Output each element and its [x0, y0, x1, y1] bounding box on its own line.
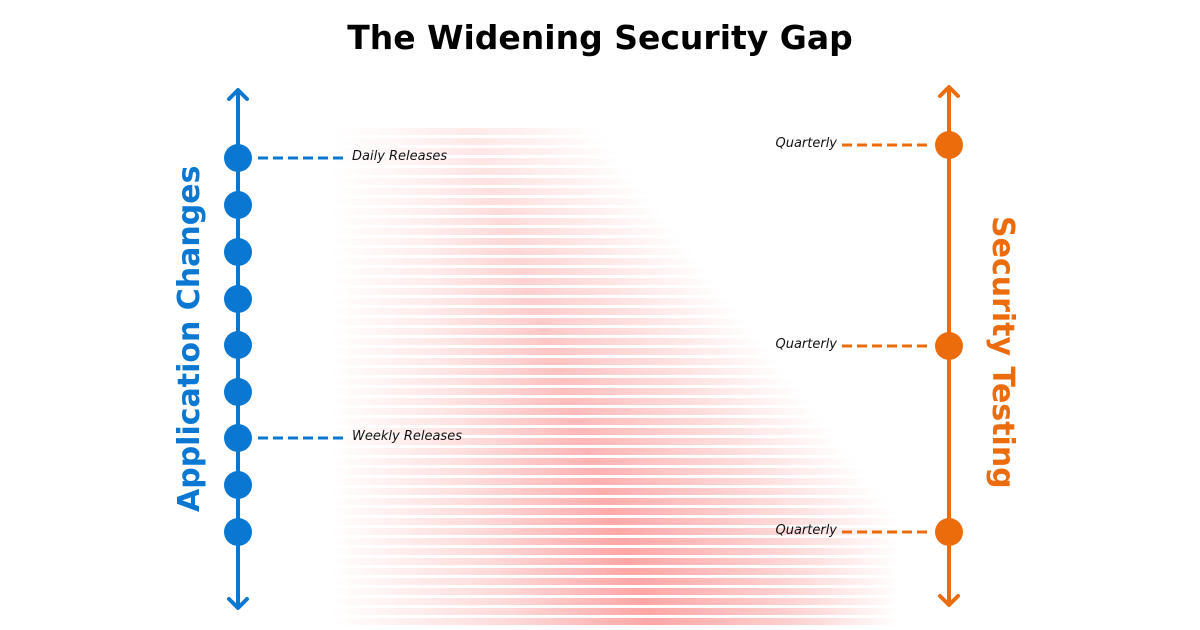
timeline-dot [935, 518, 963, 546]
gap-stripe [330, 398, 810, 405]
gap-stripe [330, 288, 725, 295]
gap-stripe [330, 598, 900, 605]
gap-stripe [330, 138, 608, 145]
timeline-dot [224, 471, 252, 499]
security-testing-axis-title: Security Testing [985, 216, 1020, 489]
gap-stripe [330, 468, 864, 475]
gap-stripe [330, 508, 895, 515]
timeline-dot [224, 518, 252, 546]
gap-stripe [330, 408, 818, 415]
timeline-dot [224, 378, 252, 406]
gap-stripe [330, 618, 900, 625]
gap-stripe [330, 168, 632, 175]
arrow-down-icon [938, 594, 960, 607]
gap-stripe [330, 338, 763, 345]
gap-stripe [330, 538, 900, 545]
gap-stripe [330, 358, 779, 365]
gap-stripe [330, 448, 849, 455]
gap-stripe [330, 608, 900, 615]
application-changes-axis-title: Application Changes [172, 165, 207, 512]
gap-stripe [330, 438, 841, 445]
timeline-dot [224, 144, 252, 172]
testing-cadence-label: Quarterly [775, 523, 837, 538]
gap-stripe [330, 518, 900, 525]
timeline-dot [935, 332, 963, 360]
gap-stripe [330, 478, 872, 485]
gap-stripe [330, 578, 900, 585]
timeline-dot [224, 238, 252, 266]
gap-stripe [330, 298, 732, 305]
timeline-dot [224, 285, 252, 313]
arrow-up-icon [938, 85, 960, 98]
timeline-dot [224, 424, 252, 452]
gap-stripe [330, 488, 880, 495]
gap-stripe [330, 548, 900, 555]
gap-stripe [330, 308, 740, 315]
gap-stripe [330, 258, 701, 265]
release-cadence-label: Weekly Releases [352, 429, 462, 444]
gap-stripe [330, 498, 887, 505]
timeline-dot [224, 191, 252, 219]
application-changes-axis [224, 88, 345, 610]
gap-stripe [330, 188, 647, 195]
gap-stripe [330, 558, 900, 565]
timeline-dot [224, 331, 252, 359]
gap-stripe [330, 348, 771, 355]
gap-stripe [330, 388, 802, 395]
arrow-up-icon [227, 88, 249, 101]
gap-stripe [330, 418, 825, 425]
testing-cadence-label: Quarterly [775, 136, 837, 151]
release-cadence-label: Daily Releases [352, 149, 448, 164]
security-testing-axis [842, 85, 963, 607]
gap-stripe [330, 198, 655, 205]
testing-cadence-label: Quarterly [775, 337, 837, 352]
gap-stripe [330, 238, 686, 245]
gap-stripe [330, 248, 694, 255]
gap-stripe [330, 148, 616, 155]
gap-stripe [330, 458, 856, 465]
gap-stripe [330, 128, 600, 135]
gap-stripe [330, 378, 794, 385]
timeline-dot [935, 131, 963, 159]
gap-stripe [330, 278, 717, 285]
gap-stripe [330, 158, 624, 165]
gap-stripe [330, 428, 833, 435]
gap-stripe [330, 178, 639, 185]
gap-stripe [330, 368, 787, 375]
gap-stripe [330, 218, 670, 225]
gap-stripe [330, 208, 663, 215]
gap-stripe [330, 528, 900, 535]
gap-stripe [330, 318, 748, 325]
gap-stripe [330, 268, 709, 275]
gap-stripe [330, 228, 678, 235]
gap-stripe [330, 588, 900, 595]
gap-stripe [330, 568, 900, 575]
diagram-title: The Widening Security Gap [347, 18, 853, 57]
arrow-down-icon [227, 597, 249, 610]
gap-stripe [330, 328, 756, 335]
